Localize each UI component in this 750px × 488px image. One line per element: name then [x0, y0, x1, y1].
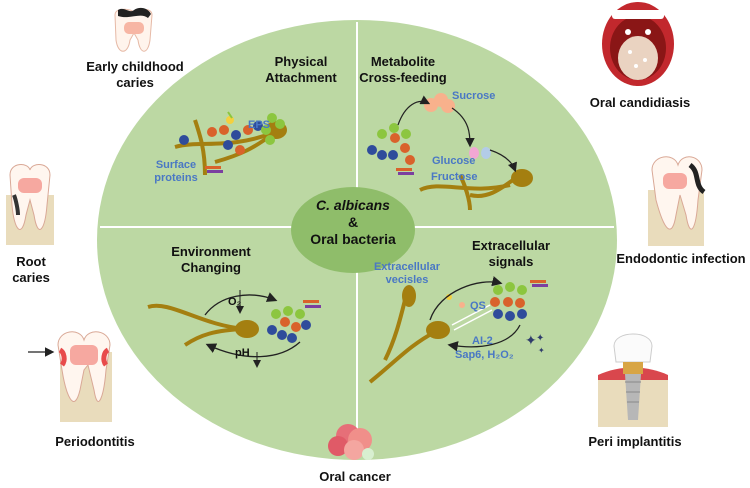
periodontitis-label: Periodontitis — [55, 434, 135, 449]
center-line2: & — [347, 214, 359, 230]
svg-text:✦: ✦ — [536, 333, 544, 344]
surface-label-line1: Surface — [155, 159, 197, 171]
center-line1: C. albicans — [316, 197, 390, 213]
early-childhood-caries-image — [114, 7, 153, 52]
environment-title-line2: Changing — [181, 260, 241, 275]
oral-cancer-image — [328, 424, 374, 460]
oral-candidiasis-label: Oral candidiasis — [589, 95, 691, 110]
physical-attachment-title-line1: Physical — [274, 54, 328, 69]
vesicles-label-line2: vecisles — [385, 274, 429, 286]
surface-label-line2: proteins — [154, 172, 198, 184]
cross-feeding-illustration — [367, 93, 533, 211]
endodontic-infection-image — [648, 156, 706, 246]
cross-feeding-title: Metabolite Cross-feeding — [348, 54, 458, 86]
vesicles-label-line1: Extracellular — [373, 261, 441, 273]
endodontic-infection-label: Endodontic infection — [616, 251, 746, 266]
vesicles-label: Extracellular vecisles — [372, 261, 442, 287]
early-childhood-caries-label: Early childhood caries — [70, 59, 200, 91]
physical-attachment-illustration — [174, 111, 287, 176]
early-childhood-line1: Early childhood — [86, 59, 184, 74]
fructose-label: Fructose — [431, 171, 478, 183]
cross-feeding-title-line1: Metabolite — [370, 54, 436, 69]
qs-label: QS — [470, 300, 486, 312]
periodontitis-image — [28, 331, 112, 422]
sucrose-label: Sucrose — [452, 90, 496, 102]
cross-feeding-title-line2: Cross-feeding — [359, 70, 447, 85]
surface-proteins-label: Surface proteins — [146, 159, 206, 185]
glucose-label: Glucose — [432, 155, 476, 167]
ai2-label: AI-2 — [472, 335, 493, 347]
physical-attachment-title-line2: Attachment — [265, 70, 337, 85]
center-ellipse — [291, 187, 415, 273]
signals-title-line2: signals — [488, 254, 534, 269]
environment-title: Environment Changing — [156, 244, 266, 276]
signals-illustration: ✦ ✦ ✦ — [368, 276, 548, 384]
center-label: C. albicans & Oral bacteria — [291, 196, 415, 248]
environment-illustration — [147, 290, 321, 368]
eps-label: EPS — [248, 119, 271, 131]
peri-implantitis-label: Peri implantitis — [588, 434, 682, 449]
root-caries-image — [6, 164, 54, 245]
physical-attachment-title: Physical Attachment — [246, 54, 356, 86]
peri-implantitis-image — [598, 333, 668, 427]
root-caries-label: Root caries — [12, 254, 50, 285]
environment-title-line1: Environment — [171, 244, 251, 259]
ph-label: pH — [235, 347, 250, 359]
signals-title: Extracellular signals — [456, 238, 566, 270]
svg-text:✦: ✦ — [525, 333, 537, 349]
signals-title-line1: Extracellular — [471, 238, 551, 253]
early-childhood-line2: caries — [116, 75, 154, 90]
center-line3: Oral bacteria — [310, 231, 396, 247]
oral-cancer-label: Oral cancer — [319, 469, 391, 484]
oral-candidiasis-image — [602, 2, 674, 86]
svg-text:✦: ✦ — [538, 346, 545, 355]
sap6-label: Sap6, H₂O₂ — [455, 349, 514, 361]
o2-label: O₂ — [228, 296, 242, 308]
